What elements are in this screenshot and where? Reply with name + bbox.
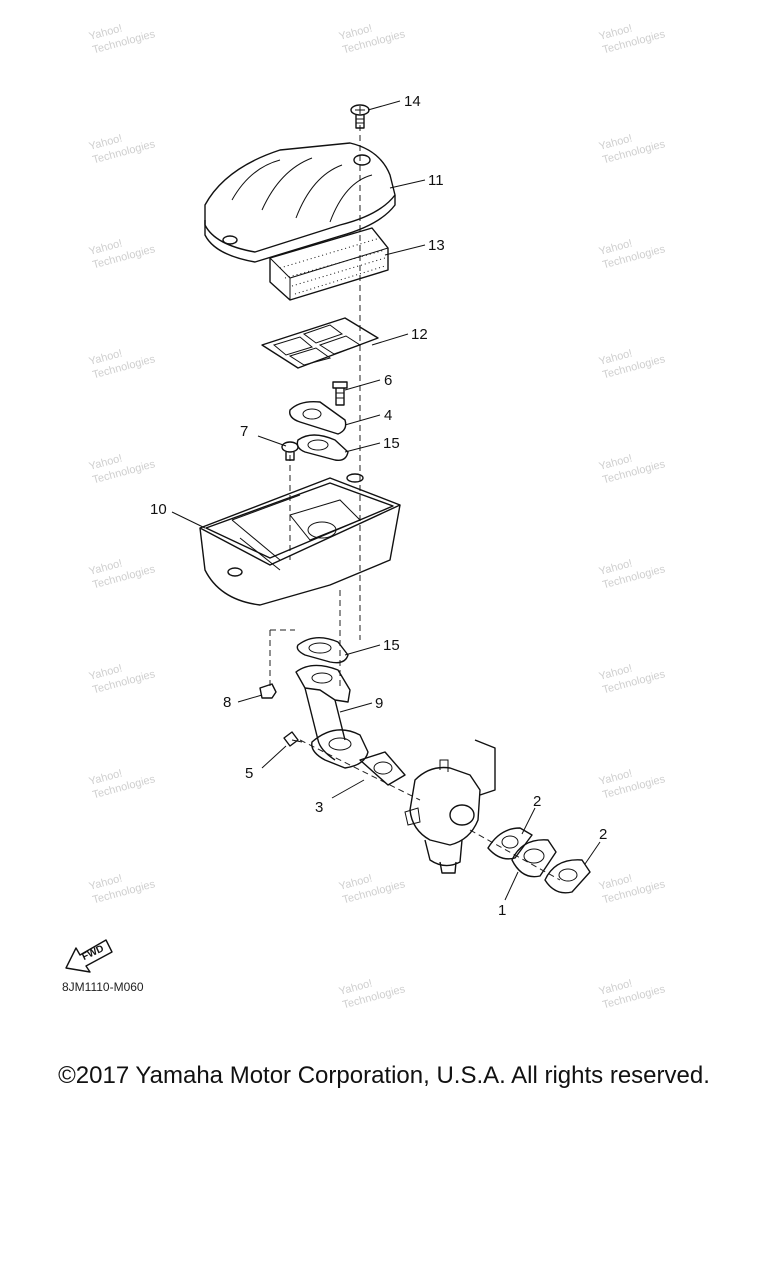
callout-9: 9 <box>375 695 383 712</box>
callout-13: 13 <box>428 237 445 254</box>
callout-15-lower: 15 <box>383 637 400 654</box>
callout-3: 3 <box>315 799 323 816</box>
callout-2-b: 2 <box>599 826 607 843</box>
cleaner-case-part-10 <box>199 473 401 606</box>
fwd-arrow-icon: FWD <box>65 939 113 973</box>
callout-14: 14 <box>404 93 421 110</box>
filter-element-part-13 <box>269 227 389 301</box>
callout-10: 10 <box>150 501 167 518</box>
nut-part-8 <box>259 683 277 699</box>
gasket-part-12 <box>261 317 379 369</box>
callout-8: 8 <box>223 694 231 711</box>
assembly-axes <box>269 125 561 881</box>
cleaner-cover-part-11 <box>204 142 396 263</box>
gasket-part-15-upper <box>296 434 349 462</box>
joint-pipe-part-9 <box>295 664 369 769</box>
callout-2-a: 2 <box>533 793 541 810</box>
gasket-part-2-b <box>544 859 591 894</box>
callout-11: 11 <box>428 172 444 189</box>
fwd-label: FWD <box>80 943 105 963</box>
plate-part-4 <box>289 400 347 435</box>
screw-part-14 <box>350 104 370 129</box>
bolt-part-6 <box>332 381 348 406</box>
callout-labels: 14 11 13 12 6 4 7 15 10 15 9 8 5 3 2 2 1 <box>150 93 607 919</box>
insulator-part-1 <box>511 839 557 878</box>
leader-lines <box>171 100 601 901</box>
callout-5: 5 <box>245 765 253 782</box>
callout-12: 12 <box>411 326 428 343</box>
bolt-part-5 <box>283 731 303 747</box>
callout-1: 1 <box>498 902 506 919</box>
diagram-code: 8JM1110-M060 <box>62 980 144 994</box>
callout-6: 6 <box>384 372 392 389</box>
callout-15-upper: 15 <box>383 435 400 452</box>
copyright-notice: ©2017 Yamaha Motor Corporation, U.S.A. A… <box>58 1062 710 1089</box>
callout-7: 7 <box>240 423 248 440</box>
gasket-part-2-a <box>487 827 533 860</box>
callout-4: 4 <box>384 407 392 424</box>
carburetor-assembly <box>404 739 496 874</box>
gasket-part-15-lower <box>296 637 349 664</box>
gasket-part-3 <box>359 751 406 786</box>
